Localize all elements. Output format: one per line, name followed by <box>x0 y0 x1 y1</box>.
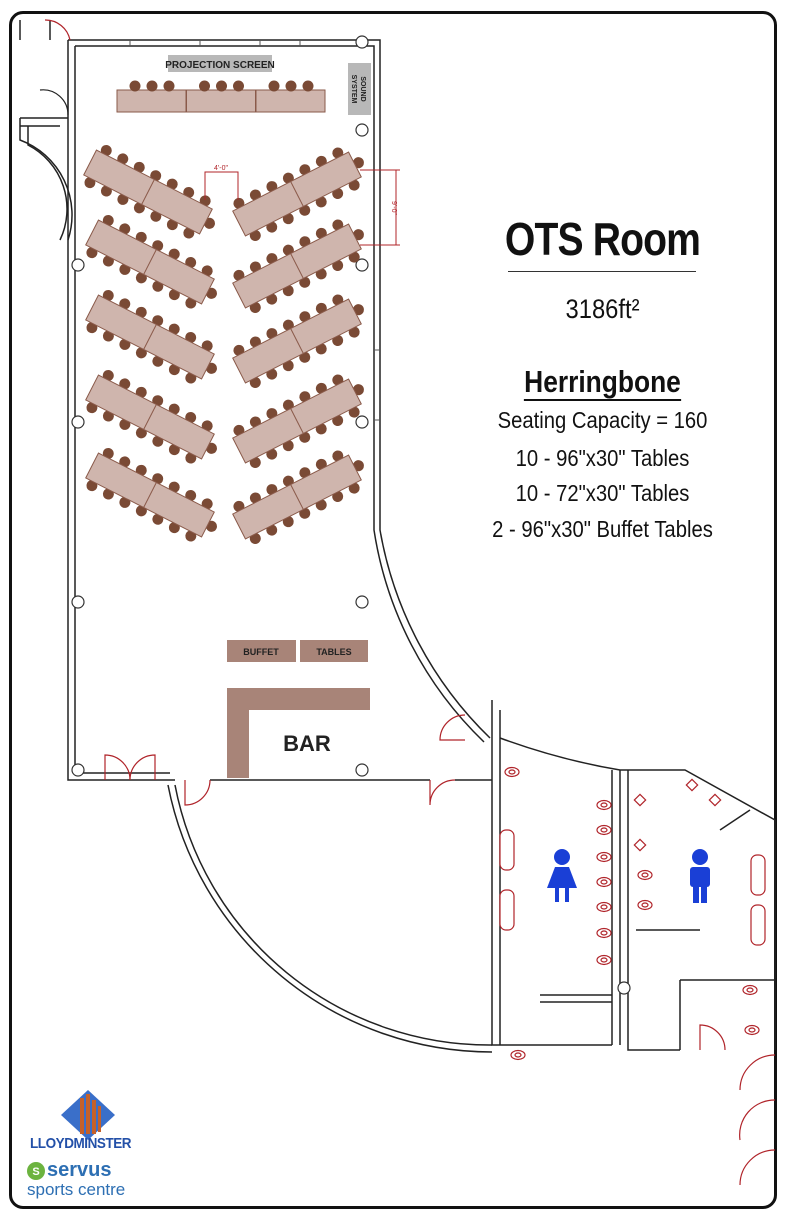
table-divider <box>290 484 304 510</box>
fixture <box>633 793 647 807</box>
toilet-bowl <box>746 987 754 993</box>
table <box>255 89 326 113</box>
chair <box>285 80 297 92</box>
sound-system-label-2: SYSTEM <box>350 75 357 104</box>
table-divider <box>290 328 304 354</box>
buffet-label: BUFFET <box>243 647 279 657</box>
servus-logo-text: servus <box>47 1159 112 1181</box>
bar-label: BAR <box>283 731 331 756</box>
toilet-bowl <box>600 854 608 860</box>
fixture <box>633 838 647 852</box>
toilet-bowl <box>600 802 608 808</box>
table-pair <box>85 370 217 464</box>
table-pair <box>85 290 217 384</box>
lloydminster-logo <box>61 1090 115 1140</box>
tables-72: 10 - 72"x30" Tables <box>515 480 690 506</box>
buffet-tables: 2 - 96"x30" Buffet Tables <box>492 516 713 542</box>
layout-name-text: Herringbone <box>524 364 681 401</box>
doors <box>39 19 776 1186</box>
sink-counter <box>750 904 766 946</box>
table-pair <box>232 374 364 468</box>
table-divider <box>290 408 304 434</box>
table-pair <box>85 215 217 309</box>
toilet-bowl <box>600 879 608 885</box>
toilet-bowl <box>600 930 608 936</box>
aisle-dimension-label: 4'-0" <box>214 165 228 172</box>
tables-label: TABLES <box>316 647 351 657</box>
lloydminster-logo-text: LLOYDMINSTER <box>30 1135 132 1152</box>
toilet-bowl <box>600 957 608 963</box>
table-divider <box>141 179 155 205</box>
chair <box>146 80 158 92</box>
svg-text:S: S <box>32 1166 39 1178</box>
tables-96: 10 - 96"x30" Tables <box>515 445 690 471</box>
aisle-dimension <box>204 169 400 246</box>
chair <box>129 80 141 92</box>
seating-capacity: Seating Capacity = 160 <box>497 407 708 433</box>
servus-logo-icon: S <box>27 1162 45 1180</box>
toilet-bowl <box>641 902 649 908</box>
fixture <box>708 793 722 807</box>
sports-centre-text: sports centre <box>27 1180 126 1199</box>
table-pair <box>232 450 364 544</box>
page-border <box>9 11 777 1209</box>
toilet-bowl <box>514 1052 522 1058</box>
sink-counter <box>499 829 515 871</box>
chair <box>302 80 314 92</box>
table-divider <box>290 253 304 279</box>
table-divider <box>143 482 157 508</box>
toilet-bowl <box>508 769 516 775</box>
sound-system-label: SOUND <box>359 76 366 101</box>
projection-screen-label: PROJECTION SCREEN <box>165 60 274 71</box>
womens-restroom-icon <box>547 849 577 902</box>
walls <box>19 20 776 1053</box>
chair <box>268 80 280 92</box>
title-divider <box>508 271 696 272</box>
chair <box>199 80 210 92</box>
table <box>186 89 256 113</box>
table-pair <box>232 294 364 388</box>
toilet-bowl <box>600 827 608 833</box>
chair <box>163 80 175 92</box>
windows <box>129 40 380 421</box>
table-pair <box>232 219 364 313</box>
toilet-bowl <box>748 1027 756 1033</box>
toilet-bowl <box>641 872 649 878</box>
buffet-table-1 <box>227 640 296 662</box>
bar-counter <box>227 688 370 778</box>
sink-counter <box>499 889 515 931</box>
fixture <box>685 778 699 792</box>
chair <box>216 80 227 92</box>
front-table-row <box>116 80 326 113</box>
table-divider <box>143 249 157 275</box>
toilet-bowl <box>600 904 608 910</box>
table-pair <box>85 448 217 542</box>
buffet-table-2 <box>300 640 368 662</box>
table <box>116 89 187 113</box>
table-divider <box>143 404 157 430</box>
chair <box>233 80 244 92</box>
restroom-fixtures <box>499 766 766 1061</box>
room-title: OTS Room <box>504 213 701 265</box>
table-divider <box>290 181 304 207</box>
projection-screen <box>168 55 272 72</box>
mens-restroom-icon <box>690 849 710 903</box>
row-dimension-label: 9'-0" <box>390 201 397 215</box>
sink-counter <box>750 854 766 896</box>
table-pair <box>232 147 364 241</box>
table-pair <box>83 145 215 239</box>
sound-system <box>348 63 371 115</box>
room-area: 3186ft² <box>565 294 640 324</box>
layout-name: Herringbone <box>490 364 715 401</box>
pillars <box>71 35 631 995</box>
table-divider <box>143 324 157 350</box>
seating-tables <box>83 80 364 544</box>
